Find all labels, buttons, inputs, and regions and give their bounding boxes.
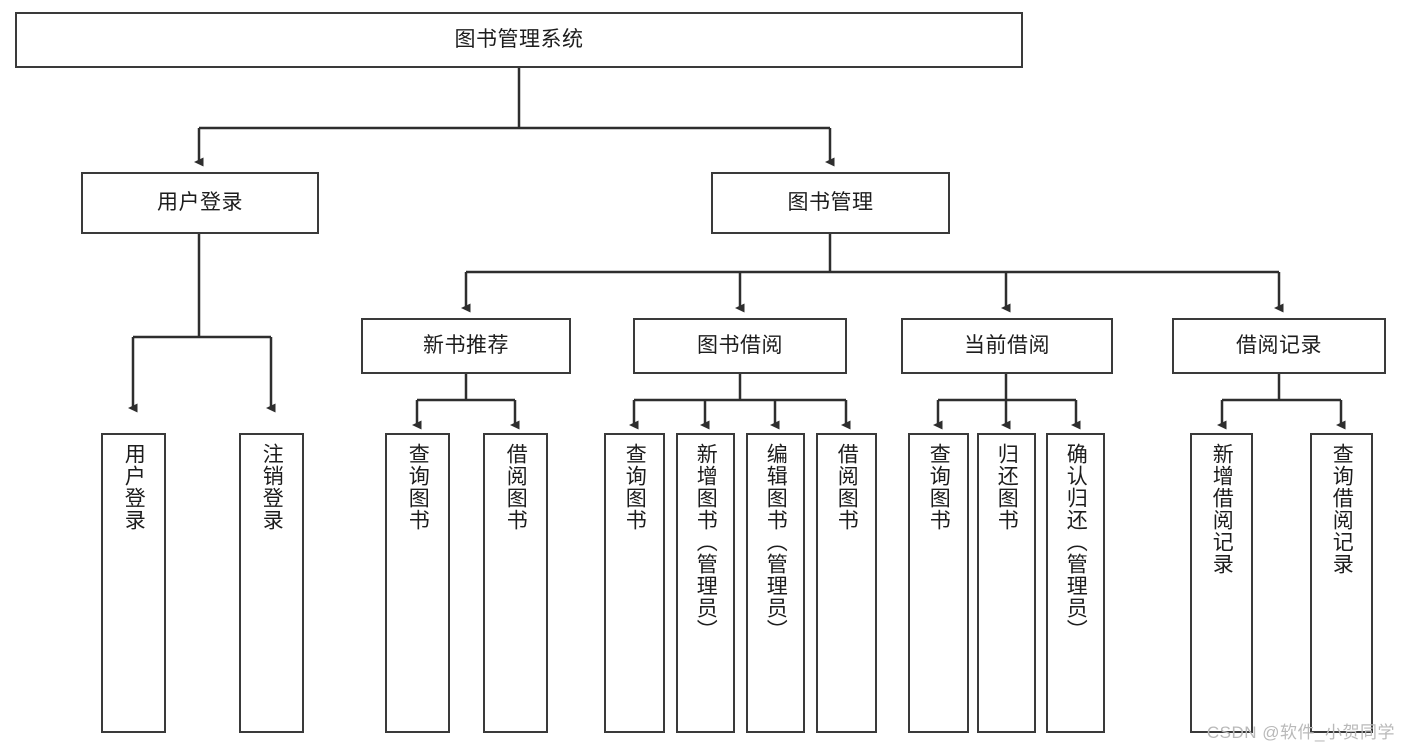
leaf-label: 查询图书 bbox=[927, 443, 951, 531]
node-borrow-record[interactable]: 借阅记录 bbox=[1172, 318, 1386, 374]
leaf-current-borrow-confirm-return-admin[interactable]: 确认归还（管理员） bbox=[1046, 433, 1105, 733]
leaf-user-login-login[interactable]: 用户登录 bbox=[101, 433, 166, 733]
leaf-label: 查询图书 bbox=[623, 443, 647, 531]
node-root[interactable]: 图书管理系统 bbox=[15, 12, 1023, 68]
leaf-label: 注销登录 bbox=[260, 443, 284, 531]
node-book-borrow[interactable]: 图书借阅 bbox=[633, 318, 847, 374]
leaf-book-borrow-edit-book-admin[interactable]: 编辑图书（管理员） bbox=[746, 433, 805, 733]
node-current-borrow-label: 当前借阅 bbox=[964, 334, 1050, 358]
watermark: CSDN @软件_小贺同学 bbox=[1206, 723, 1395, 742]
leaf-label: 归还图书 bbox=[995, 443, 1019, 531]
leaf-label: 查询图书 bbox=[406, 443, 430, 531]
leaf-label: 借阅图书 bbox=[835, 443, 859, 531]
leaf-borrow-record-add-record[interactable]: 新增借阅记录 bbox=[1190, 433, 1253, 733]
leaf-current-borrow-return-book[interactable]: 归还图书 bbox=[977, 433, 1036, 733]
leaf-book-borrow-borrow-book[interactable]: 借阅图书 bbox=[816, 433, 877, 733]
leaf-label: 借阅图书 bbox=[504, 443, 528, 531]
leaf-label: 编辑图书（管理员） bbox=[764, 443, 788, 641]
leaf-book-borrow-add-book-admin[interactable]: 新增图书（管理员） bbox=[676, 433, 735, 733]
node-user-login-label: 用户登录 bbox=[157, 191, 243, 215]
node-book-borrow-label: 图书借阅 bbox=[697, 334, 783, 358]
leaf-label: 确认归还（管理员） bbox=[1064, 443, 1088, 641]
leaf-user-login-logout[interactable]: 注销登录 bbox=[239, 433, 304, 733]
leaf-borrow-record-query-record[interactable]: 查询借阅记录 bbox=[1310, 433, 1373, 733]
node-current-borrow[interactable]: 当前借阅 bbox=[901, 318, 1113, 374]
node-borrow-record-label: 借阅记录 bbox=[1236, 334, 1322, 358]
leaf-label: 新增借阅记录 bbox=[1210, 443, 1234, 575]
node-new-book-recommend-label: 新书推荐 bbox=[423, 334, 509, 358]
node-user-login[interactable]: 用户登录 bbox=[81, 172, 319, 234]
leaf-new-book-borrow-book[interactable]: 借阅图书 bbox=[483, 433, 548, 733]
leaf-label: 新增图书（管理员） bbox=[694, 443, 718, 641]
leaf-label: 用户登录 bbox=[122, 443, 146, 531]
leaf-label: 查询借阅记录 bbox=[1330, 443, 1354, 575]
node-book-manage-label: 图书管理 bbox=[787, 191, 874, 215]
leaf-book-borrow-query-book[interactable]: 查询图书 bbox=[604, 433, 665, 733]
node-book-manage[interactable]: 图书管理 bbox=[711, 172, 950, 234]
leaf-current-borrow-query-book[interactable]: 查询图书 bbox=[908, 433, 969, 733]
node-root-label: 图书管理系统 bbox=[454, 28, 584, 52]
leaf-new-book-query-book[interactable]: 查询图书 bbox=[385, 433, 450, 733]
node-new-book-recommend[interactable]: 新书推荐 bbox=[361, 318, 571, 374]
